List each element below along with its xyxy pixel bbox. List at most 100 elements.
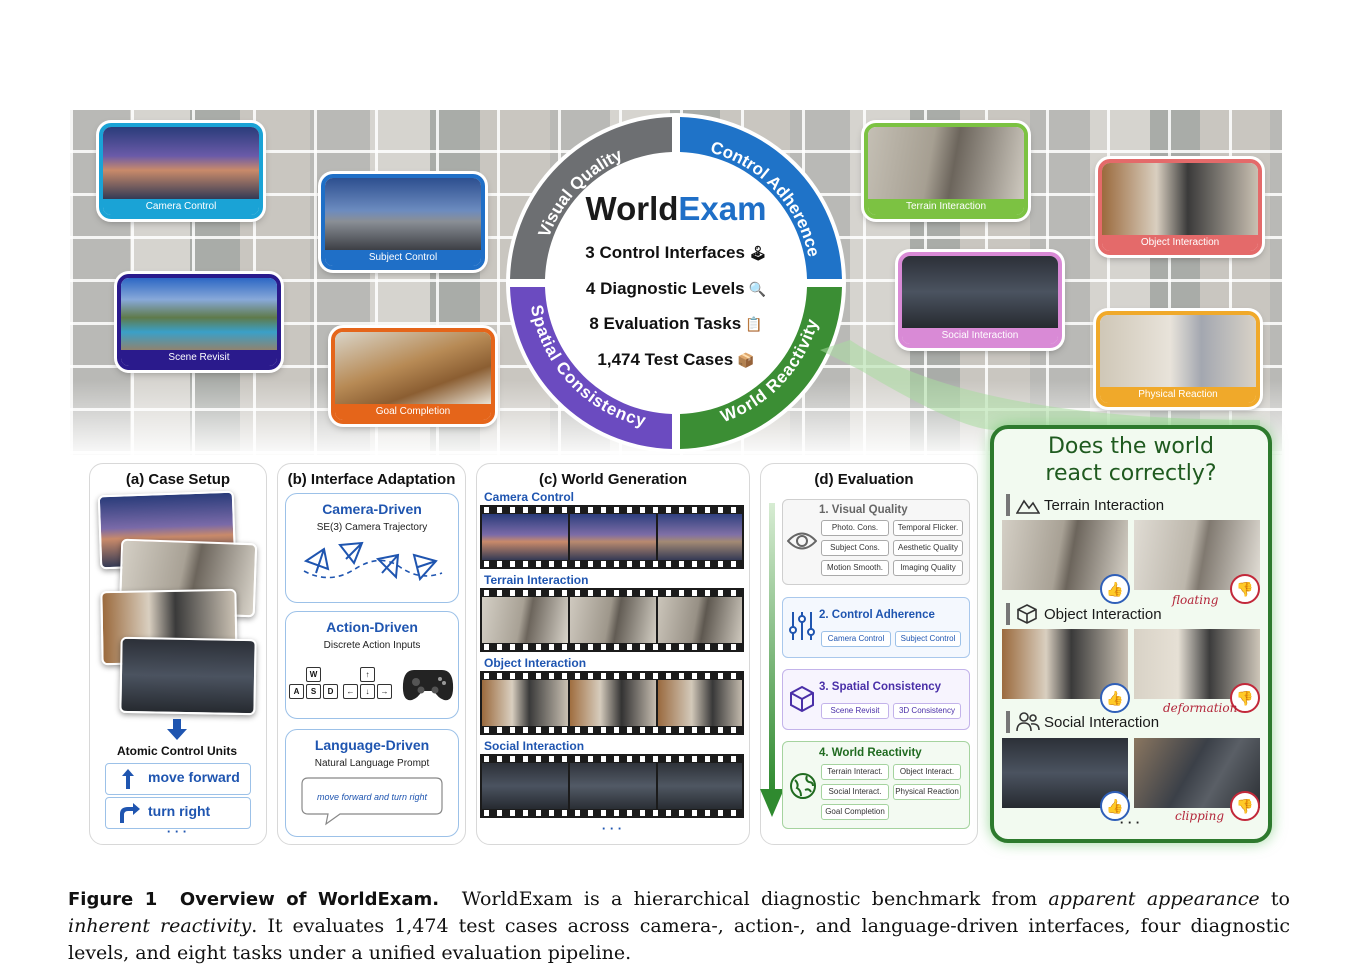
- figure-label: Figure 1: [68, 889, 158, 910]
- clipboard-icon: 📋: [745, 316, 763, 332]
- failure-label-clipping: clipping: [1175, 809, 1225, 823]
- ring-segment-control-adherence: [680, 117, 842, 279]
- section-terrain-interaction: Terrain Interaction: [1044, 497, 1165, 514]
- tag: Photo. Cons.: [821, 520, 889, 536]
- thumbs-up-icon: 👍: [1100, 791, 1130, 821]
- tag: Motion Smooth.: [821, 560, 889, 576]
- stat-text: 3 Control Interfaces: [585, 243, 745, 262]
- camera-driven-title: Camera-Driven: [322, 501, 422, 517]
- globe-icon: [790, 773, 816, 799]
- unit-move-forward[interactable]: move forward: [105, 763, 251, 795]
- kitchen-table-image: [335, 332, 491, 404]
- language-driven-box: Language-Driven Natural Language Prompt …: [285, 729, 459, 837]
- thumbs-down-icon: 👎: [1230, 574, 1260, 604]
- ring-segment-world-reactivity: [680, 287, 842, 449]
- tag: Subject Cons.: [821, 540, 889, 556]
- tag: Scene Revisit: [821, 703, 889, 719]
- language-driven-title: Language-Driven: [314, 737, 430, 753]
- camera-driven-box: Camera-Driven SE(3) Camera Trajectory: [285, 493, 459, 603]
- key-up: ↑: [360, 667, 375, 682]
- action-driven-box: Action-Driven Discrete Action Inputs W A…: [285, 611, 459, 719]
- turn-right-arrow-icon: [120, 803, 140, 823]
- section-bar: [1006, 711, 1010, 733]
- unit-turn-right[interactable]: turn right: [105, 797, 251, 829]
- unit-label: move forward: [148, 769, 240, 785]
- panel-title: (a) Case Setup: [125, 471, 231, 488]
- caption-text-2: to: [1259, 888, 1290, 910]
- ring-segment-spatial-consistency: [510, 287, 672, 449]
- key-w: W: [306, 667, 321, 682]
- brand-exam: Exam: [678, 190, 767, 227]
- ellipsis: · · ·: [1119, 815, 1141, 830]
- thumbnail-caption: Subject Control: [325, 250, 481, 266]
- progression-arrow-icon: [760, 503, 784, 817]
- laundry-image: [1100, 315, 1256, 387]
- people-icon: [1016, 712, 1040, 732]
- film-strip-camera-control: [480, 505, 744, 569]
- cube-icon: [790, 685, 814, 713]
- failure-label-floating: floating: [1172, 593, 1219, 607]
- thumbs-up-icon: 👍: [1100, 574, 1130, 604]
- thumbnail-object-interaction: Object Interaction: [1098, 159, 1262, 255]
- tag: Imaging Quality: [893, 560, 963, 576]
- atomic-control-units-label: Atomic Control Units: [117, 744, 237, 758]
- thumbs-down-icon: 👎: [1230, 791, 1260, 821]
- stat-text: 8 Evaluation Tasks: [589, 314, 742, 333]
- up-arrow-icon: [122, 769, 134, 789]
- thumbnail-caption: Goal Completion: [335, 404, 491, 420]
- setup-frame-crowd: [119, 636, 257, 716]
- thumbs-down-icon: 👎: [1230, 683, 1260, 713]
- tag: Camera Control: [821, 631, 891, 647]
- thumbnail-caption: Terrain Interaction: [868, 199, 1024, 215]
- section-social-interaction: Social Interaction: [1044, 714, 1160, 731]
- level-control-adherence: 2. Control Adherence Camera Control Subj…: [782, 597, 970, 658]
- tag: Goal Completion: [821, 804, 889, 820]
- key-down: ↓: [360, 684, 375, 699]
- caption-text-3: . It evaluates 1,474 test cases across c…: [68, 915, 1290, 964]
- tag: Subject Control: [895, 631, 961, 647]
- thumbnail-caption: Camera Control: [103, 199, 259, 215]
- thumbnail-social-interaction: Social Interaction: [898, 252, 1062, 348]
- tag: Social Interact.: [821, 784, 889, 800]
- thumbnail-caption: Object Interaction: [1102, 235, 1258, 251]
- section-object-interaction: Object Interaction: [1044, 606, 1162, 623]
- panel-title: (c) World Generation: [538, 471, 688, 488]
- figure-caption: Figure 1 Overview of WorldExam. WorldExa…: [68, 886, 1290, 967]
- tag: Terrain Interact.: [821, 764, 889, 780]
- mountain-icon: [1016, 499, 1040, 514]
- box-icon: 📦: [737, 352, 755, 368]
- gamepad-icon: [402, 670, 454, 701]
- level-title: 3. Spatial Consistency: [819, 681, 942, 693]
- piano-room-image: [1102, 163, 1258, 235]
- level-title: 2. Control Adherence: [819, 609, 935, 621]
- caption-italic-1: apparent appearance: [1048, 888, 1260, 910]
- eye-icon: [787, 532, 817, 550]
- key-left: ←: [343, 684, 358, 699]
- callout-wedge: [820, 340, 1260, 430]
- strip-label-social-interaction: Social Interaction: [484, 739, 585, 753]
- camera-trajectory-icon: [303, 541, 443, 582]
- level-title: 4. World Reactivity: [819, 747, 922, 759]
- film-strip-object-interaction: [480, 671, 744, 735]
- action-driven-desc: Discrete Action Inputs: [323, 640, 421, 651]
- caption-text-1: WorldExam is a hierarchical diagnostic b…: [461, 888, 1049, 910]
- figure-title: Overview of WorldExam.: [179, 889, 440, 910]
- ellipsis: · · ·: [166, 824, 188, 839]
- stat-test-cases: 1,474 Test Cases📦: [555, 350, 797, 370]
- thumbnail-caption: Physical Reaction: [1100, 387, 1256, 403]
- magnifier-icon: 🔍: [748, 281, 767, 297]
- thumbnail-caption: Social Interaction: [902, 328, 1058, 344]
- level-visual-quality: 1. Visual Quality Photo. Cons. Temporal …: [782, 499, 970, 585]
- strip-label-camera-control: Camera Control: [484, 490, 575, 504]
- thumbs-up-icon: 👍: [1100, 683, 1130, 713]
- caption-italic-2: inherent reactivity: [68, 915, 252, 937]
- down-arrow-icon: [167, 719, 187, 740]
- ring-segment-visual-quality: [510, 117, 672, 279]
- action-driven-title: Action-Driven: [326, 619, 418, 635]
- tag: Temporal Flicker.: [893, 520, 963, 536]
- box-icon: [1017, 604, 1037, 624]
- panel-title: (b) Interface Adaptation: [287, 471, 456, 488]
- thumbnail-terrain-interaction: Terrain Interaction: [864, 123, 1028, 219]
- thumbnail-caption: Scene Revisit: [121, 350, 277, 366]
- key-d: D: [323, 684, 338, 699]
